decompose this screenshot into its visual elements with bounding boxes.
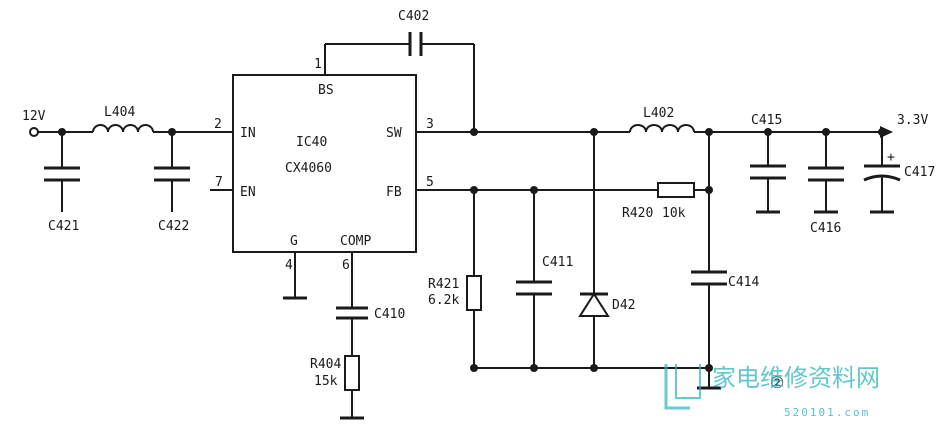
junction-gnd-c411 bbox=[530, 364, 538, 372]
c417-label: C417 bbox=[904, 165, 935, 180]
watermark-url: 520101.com bbox=[784, 406, 870, 419]
c421-label: C421 bbox=[48, 219, 79, 234]
resistor-r420 bbox=[657, 182, 695, 198]
pin-name-fb: FB bbox=[386, 185, 402, 200]
c416-label: C416 bbox=[810, 221, 841, 236]
r421-value: 6.2k bbox=[428, 293, 459, 308]
pin-num-in: 2 bbox=[214, 117, 222, 132]
c402-label: C402 bbox=[398, 9, 429, 24]
l402-label: L402 bbox=[643, 106, 674, 121]
c411-label: C411 bbox=[542, 255, 573, 270]
pin-name-bs: BS bbox=[318, 83, 334, 98]
c422-label: C422 bbox=[158, 219, 189, 234]
inductor-l402 bbox=[629, 124, 695, 133]
c414-label: C414 bbox=[728, 275, 759, 290]
resistor-r421 bbox=[466, 275, 482, 311]
inductor-l404 bbox=[92, 124, 154, 133]
ic-part-label: CX4060 bbox=[285, 161, 332, 176]
c410-label: C410 bbox=[374, 307, 405, 322]
pin-num-g: 4 bbox=[285, 258, 293, 273]
figure-marker: ② bbox=[770, 373, 784, 392]
pin-num-sw: 3 bbox=[426, 117, 434, 132]
pin-num-bs: 1 bbox=[314, 57, 322, 72]
d42-label: D42 bbox=[612, 298, 635, 313]
watermark-text: 家电维修资料网 bbox=[712, 364, 880, 392]
watermark-logo bbox=[664, 364, 701, 410]
l404-label: L404 bbox=[104, 105, 135, 120]
capacitor-c417-plate2 bbox=[863, 174, 901, 182]
pin-name-comp: COMP bbox=[340, 234, 371, 249]
c417-polarity: + bbox=[887, 150, 895, 165]
input-terminal bbox=[29, 127, 39, 137]
input-net-label: 12V bbox=[22, 109, 46, 124]
pin-num-en: 7 bbox=[215, 175, 223, 190]
pin-name-en: EN bbox=[240, 185, 256, 200]
pin-name-sw: SW bbox=[386, 126, 402, 141]
resistor-r404 bbox=[344, 355, 360, 391]
pin-name-g: G bbox=[290, 234, 298, 249]
ic-ref-label: IC40 bbox=[296, 135, 327, 150]
output-net-label: 3.3V bbox=[897, 113, 928, 128]
junction-sw-c402 bbox=[470, 128, 478, 136]
c415-label: C415 bbox=[751, 113, 782, 128]
r420-value: 10k bbox=[662, 206, 686, 221]
pin-num-comp: 6 bbox=[342, 258, 350, 273]
diode-d42-body bbox=[578, 292, 610, 317]
junction-gnd-d42 bbox=[590, 364, 598, 372]
junction-gnd-r421 bbox=[470, 364, 478, 372]
r420-label: R420 bbox=[622, 206, 653, 221]
r421-label: R421 bbox=[428, 277, 459, 292]
r404-label: R404 bbox=[310, 357, 341, 372]
pin-num-fb: 5 bbox=[426, 175, 434, 190]
pin-name-in: IN bbox=[240, 126, 256, 141]
r404-value: 15k bbox=[314, 374, 338, 389]
